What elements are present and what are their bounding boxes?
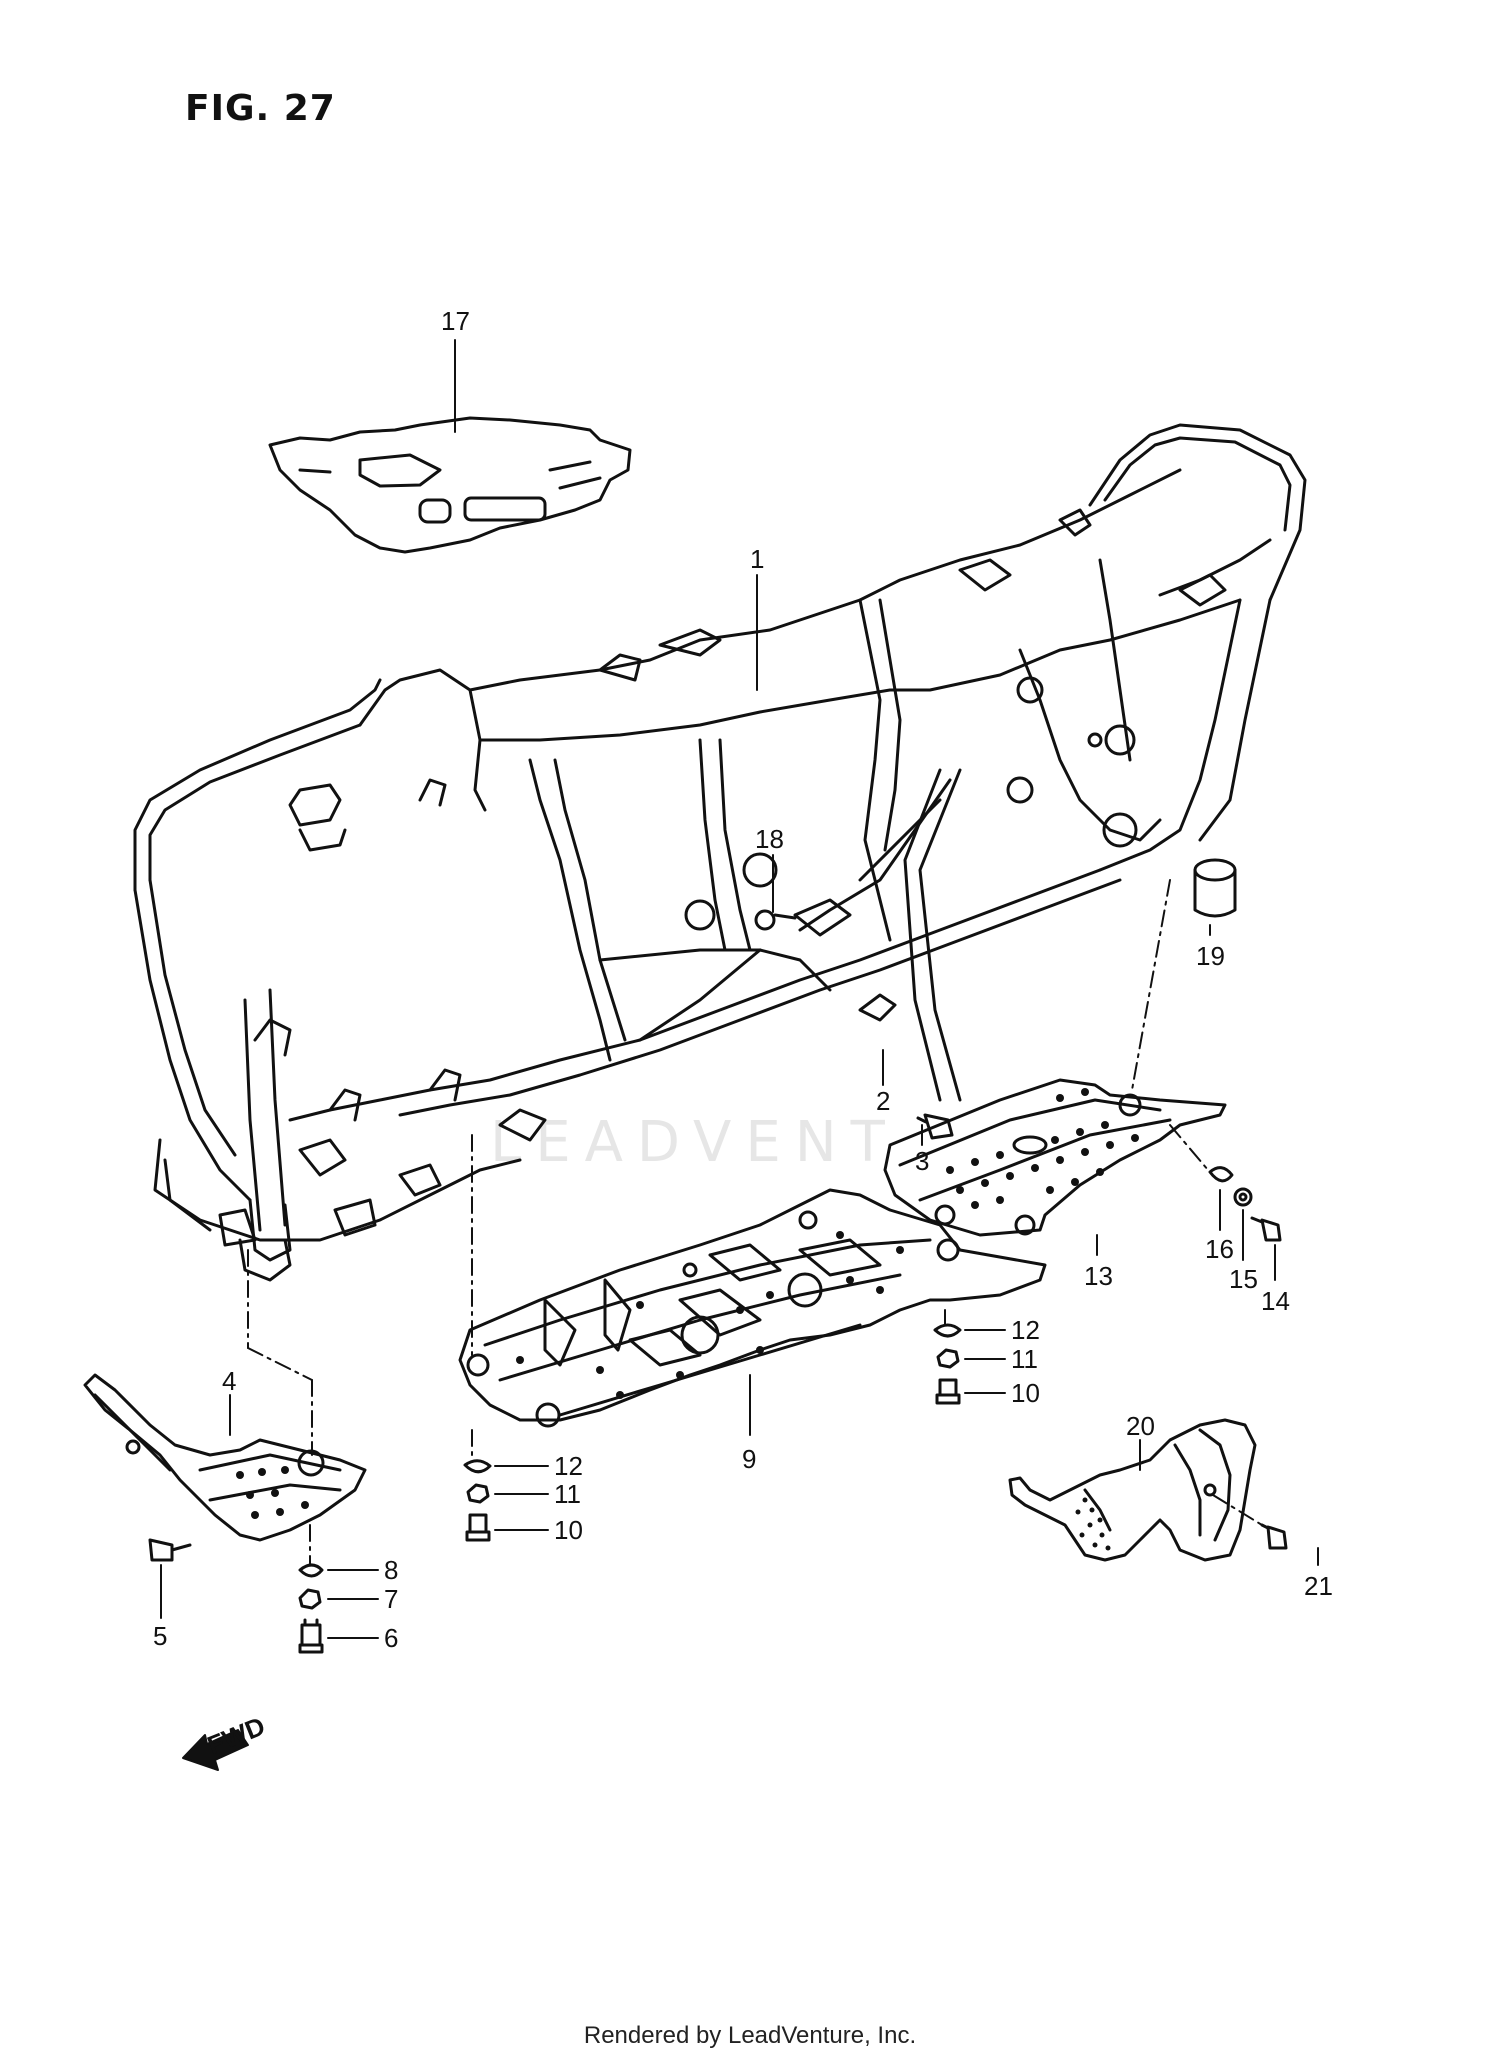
callout-7: 7	[384, 1584, 398, 1614]
callout-11-left: 11	[554, 1479, 581, 1509]
callout-4: 4	[222, 1366, 236, 1396]
part-5-bolt[interactable]	[148, 1538, 192, 1562]
callout-21: 21	[1304, 1571, 1333, 1601]
part-21-bolt[interactable]	[1260, 1523, 1288, 1550]
part-9-center-skid-plate[interactable]	[458, 1188, 1047, 1428]
callout-16: 16	[1205, 1234, 1234, 1264]
callout-17: 17	[441, 306, 470, 336]
part-6-bolt[interactable]	[298, 1618, 324, 1654]
part-20-muffler-guard[interactable]	[1008, 1418, 1257, 1562]
callout-18: 18	[755, 824, 784, 854]
callout-12-left: 12	[554, 1451, 583, 1481]
part-11-nut-right[interactable]	[936, 1348, 960, 1369]
callout-6: 6	[384, 1623, 398, 1653]
part-8-washer[interactable]	[298, 1563, 324, 1578]
fwd-label: FWD	[203, 1711, 269, 1761]
callout-19: 19	[1196, 941, 1225, 971]
callout-5: 5	[153, 1621, 167, 1651]
part-13-rear-skid-plate[interactable]	[883, 1078, 1227, 1237]
part-10-bolt-left[interactable]	[465, 1513, 491, 1542]
watermark-text: LEADVENT	[490, 1110, 899, 1175]
part-12-washer-right[interactable]	[933, 1323, 962, 1338]
part-18-bolt[interactable]	[754, 909, 797, 931]
callout-12-right: 12	[1011, 1315, 1040, 1345]
callout-9: 9	[742, 1444, 756, 1474]
callout-11-right: 11	[1011, 1344, 1038, 1374]
callout-20: 20	[1126, 1411, 1155, 1441]
part-4-front-skid-plate[interactable]	[83, 1373, 367, 1542]
callout-14: 14	[1261, 1286, 1290, 1316]
callout-8: 8	[384, 1555, 398, 1585]
callout-13: 13	[1084, 1261, 1113, 1291]
part-1-frame[interactable]	[133, 423, 1307, 1282]
part-7-nut[interactable]	[298, 1588, 322, 1610]
part-11-nut-left[interactable]	[466, 1483, 490, 1504]
part-10-bolt-right[interactable]	[935, 1378, 961, 1405]
callout-10-right: 10	[1011, 1378, 1040, 1408]
part-12-washer-left[interactable]	[463, 1459, 492, 1474]
callout-labels: 17 1 18 19 2 3 13 16 15 14 12 11 10 9 4 …	[153, 306, 1333, 1653]
part-16-washer[interactable]	[1208, 1166, 1234, 1183]
callout-10-left: 10	[554, 1515, 583, 1545]
part-14-bolt[interactable]	[1250, 1216, 1282, 1242]
leader-lines	[160, 339, 1319, 1639]
assembly-lines	[247, 879, 1263, 1566]
footer-credit: Rendered by LeadVenture, Inc.	[583, 2022, 917, 2049]
part-17-front-guard[interactable]	[268, 416, 632, 554]
callout-15: 15	[1229, 1264, 1258, 1294]
fwd-arrow-icon: FWD	[182, 1711, 269, 1771]
part-19-bushing[interactable]	[1193, 858, 1237, 918]
part-15-nut[interactable]	[1233, 1187, 1253, 1207]
callout-3: 3	[915, 1146, 929, 1176]
callout-2: 2	[876, 1086, 890, 1116]
callout-1: 1	[750, 544, 764, 574]
figure-title: FIG. 27	[185, 88, 336, 129]
